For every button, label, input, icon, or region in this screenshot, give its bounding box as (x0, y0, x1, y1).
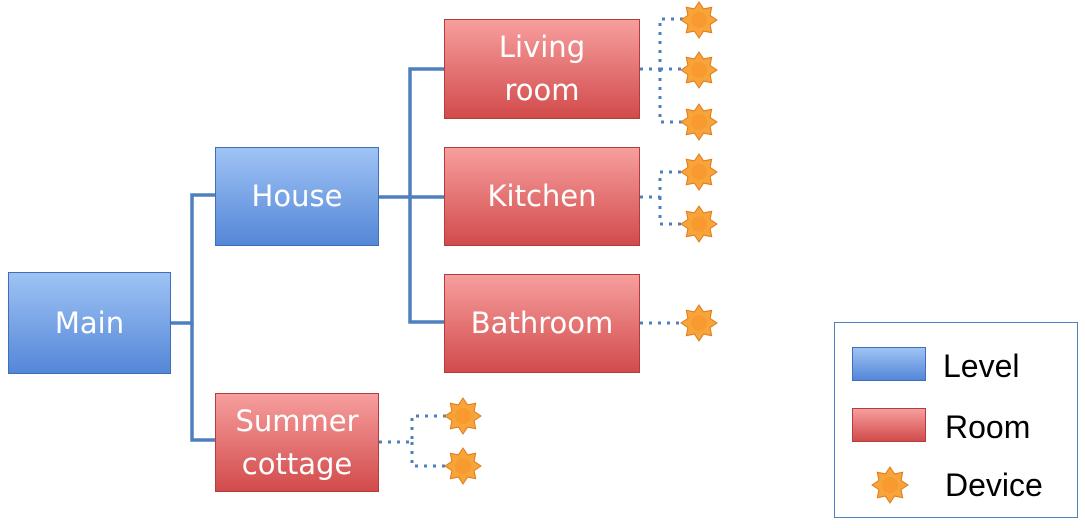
legend-device-label: Device (945, 467, 1043, 503)
device-sun-icon (680, 153, 718, 191)
connector-living-devices (640, 17, 683, 71)
legend-sun-icon (871, 466, 909, 504)
device-sun-icon (680, 103, 718, 141)
legend-level-swatch (852, 347, 926, 381)
device-sun-icon (444, 397, 482, 435)
legend-room-swatch (852, 408, 926, 442)
connector-house-living (378, 67, 444, 199)
device-sun-icon (680, 304, 718, 342)
legend: Level Room Device (834, 322, 1078, 518)
connector-kitchen-devices (640, 170, 683, 199)
device-sun-icon (680, 51, 718, 89)
connector-house-bathroom (408, 197, 444, 324)
node-bathroom: Bathroom (444, 274, 640, 373)
legend-room-label: Room (945, 409, 1031, 445)
device-connectors (379, 17, 683, 468)
connector-main-house (171, 193, 215, 325)
node-kitchen: Kitchen (444, 147, 640, 246)
tree-connectors (171, 67, 444, 442)
legend-level-label: Level (943, 348, 1020, 384)
device-sun-icon (680, 1, 718, 39)
node-house: House (215, 147, 379, 246)
connector-cottage-devices (379, 414, 448, 444)
node-main: Main (8, 272, 171, 374)
device-sun-icon (680, 205, 718, 243)
device-sun-icon (444, 447, 482, 485)
node-living-room: Living room (444, 19, 640, 119)
connector-main-cottage (190, 323, 215, 442)
node-summer-cottage: Summer cottage (215, 393, 379, 492)
